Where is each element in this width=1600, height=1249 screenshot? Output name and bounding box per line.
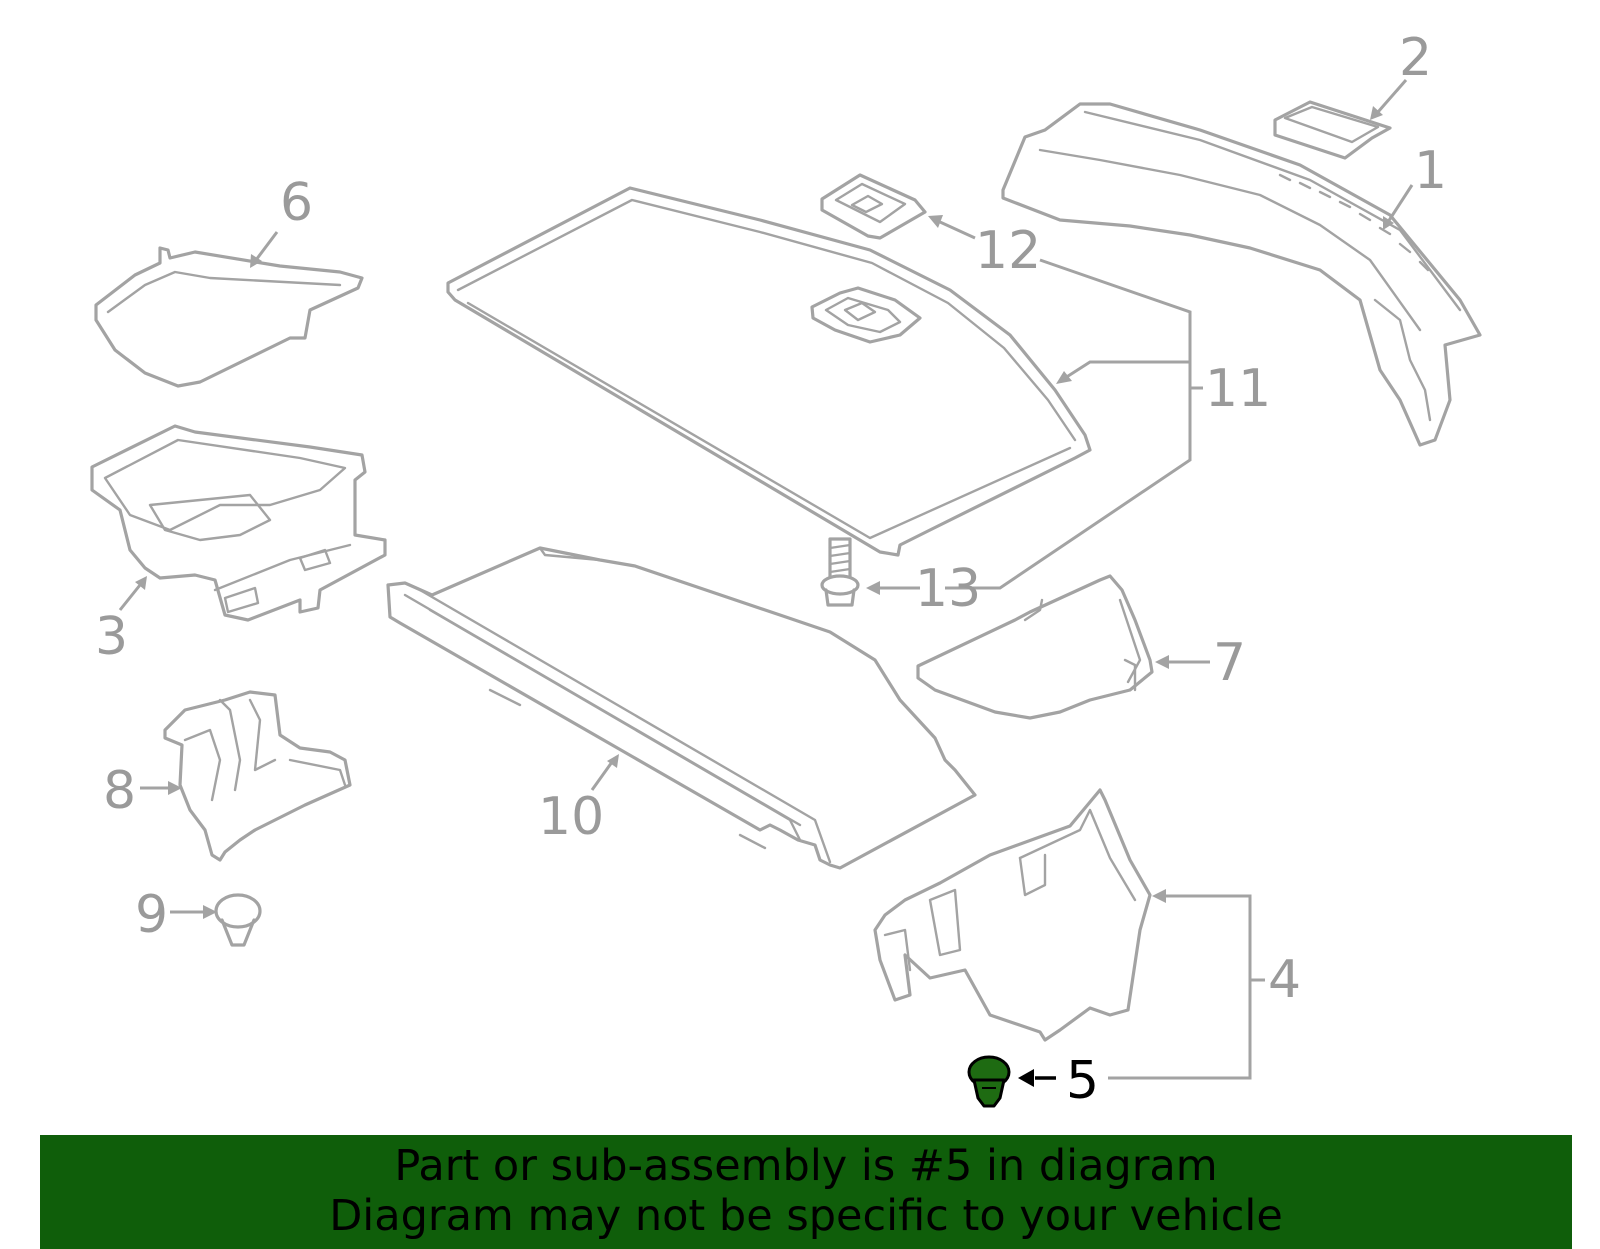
part-12-insert-pad: [820, 173, 927, 240]
part-9-push-clip: [214, 893, 262, 947]
callout-4: 4: [1268, 950, 1301, 1010]
part-13-bolt: [820, 537, 860, 607]
part-3-storage-tray: [90, 424, 387, 622]
callout-5: 5: [1066, 1051, 1099, 1111]
leader-lines: [118, 79, 1414, 1087]
callout-11: 11: [1205, 359, 1271, 419]
banner-line-part-number: Part or sub-assembly is #5 in diagram: [394, 1141, 1218, 1191]
part-4-side-trim-panel: [873, 788, 1152, 1042]
part-6-cover-panel: [94, 246, 364, 388]
callout-labels: 1 2 3 4 5 6 7 8 9 10 11 12 13: [95, 28, 1447, 1111]
part-5-clip: [967, 1055, 1011, 1108]
part-2-insert: [1273, 100, 1392, 160]
callout-12: 12: [975, 221, 1041, 281]
part-1-rear-trim-panel: [1001, 102, 1482, 447]
callout-8: 8: [103, 761, 136, 821]
callout-2: 2: [1399, 28, 1432, 88]
part-8-bracket: [163, 690, 352, 862]
callout-13: 13: [915, 559, 981, 619]
callout-7: 7: [1213, 633, 1246, 693]
callout-9: 9: [135, 885, 168, 945]
callout-3: 3: [95, 607, 128, 667]
callout-1: 1: [1414, 141, 1447, 201]
part-11-package-tray: [446, 186, 1092, 557]
info-banner: Part or sub-assembly is #5 in diagram Di…: [40, 1135, 1572, 1249]
banner-line-disclaimer: Diagram may not be specific to your vehi…: [329, 1191, 1283, 1241]
part-7-wedge-panel: [916, 574, 1154, 720]
callout-10: 10: [538, 787, 604, 847]
part-10-floor-board: [386, 546, 977, 870]
callout-6: 6: [280, 173, 313, 233]
